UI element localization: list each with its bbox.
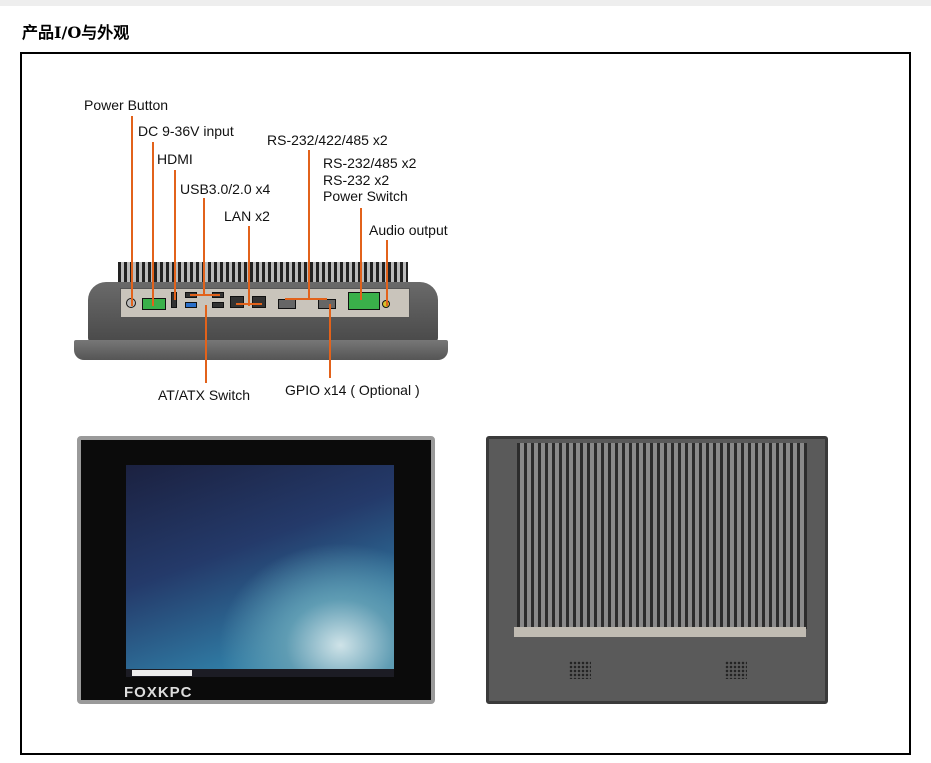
usb-port xyxy=(212,302,224,308)
screen-wallpaper xyxy=(126,465,394,677)
top-bar xyxy=(0,0,931,6)
label-lan: LAN x2 xyxy=(224,208,270,224)
label-usb: USB3.0/2.0 x4 xyxy=(180,181,271,197)
product-image-frame xyxy=(20,52,911,755)
device-bezel xyxy=(74,340,448,360)
label-rs232-485: RS-232/485 x2 xyxy=(323,155,417,171)
label-at-atx: AT/ATX Switch xyxy=(158,387,251,403)
dc-port xyxy=(142,298,166,310)
speaker-vent xyxy=(569,661,591,679)
label-audio: Audio output xyxy=(369,222,448,238)
taskbar-search xyxy=(132,670,192,676)
com-port xyxy=(278,299,296,309)
label-hdmi: HDMI xyxy=(157,151,193,167)
back-io-strip xyxy=(514,627,806,637)
label-rs232: RS-232 x2 xyxy=(323,172,390,188)
taskbar xyxy=(126,669,394,677)
label-power-switch: Power Switch xyxy=(323,188,408,204)
section-title: 产品I/O与外观 xyxy=(22,23,130,42)
front-view-image: FOXKPC xyxy=(77,436,435,704)
com-port xyxy=(318,299,336,309)
terminal-block xyxy=(348,292,380,310)
back-heatsink xyxy=(517,443,807,629)
brand-logo: FOXKPC xyxy=(124,684,193,701)
lan-port xyxy=(230,296,244,308)
label-dc-input: DC 9-36V input xyxy=(138,123,234,139)
lan-port xyxy=(252,296,266,308)
label-rs232-422-485: RS-232/422/485 x2 xyxy=(267,132,388,148)
speaker-vent xyxy=(725,661,747,679)
label-power-button: Power Button xyxy=(84,97,169,113)
usb-port xyxy=(185,302,197,308)
back-view-image xyxy=(486,436,828,704)
label-gpio: GPIO x14 ( Optional ) xyxy=(285,382,420,398)
